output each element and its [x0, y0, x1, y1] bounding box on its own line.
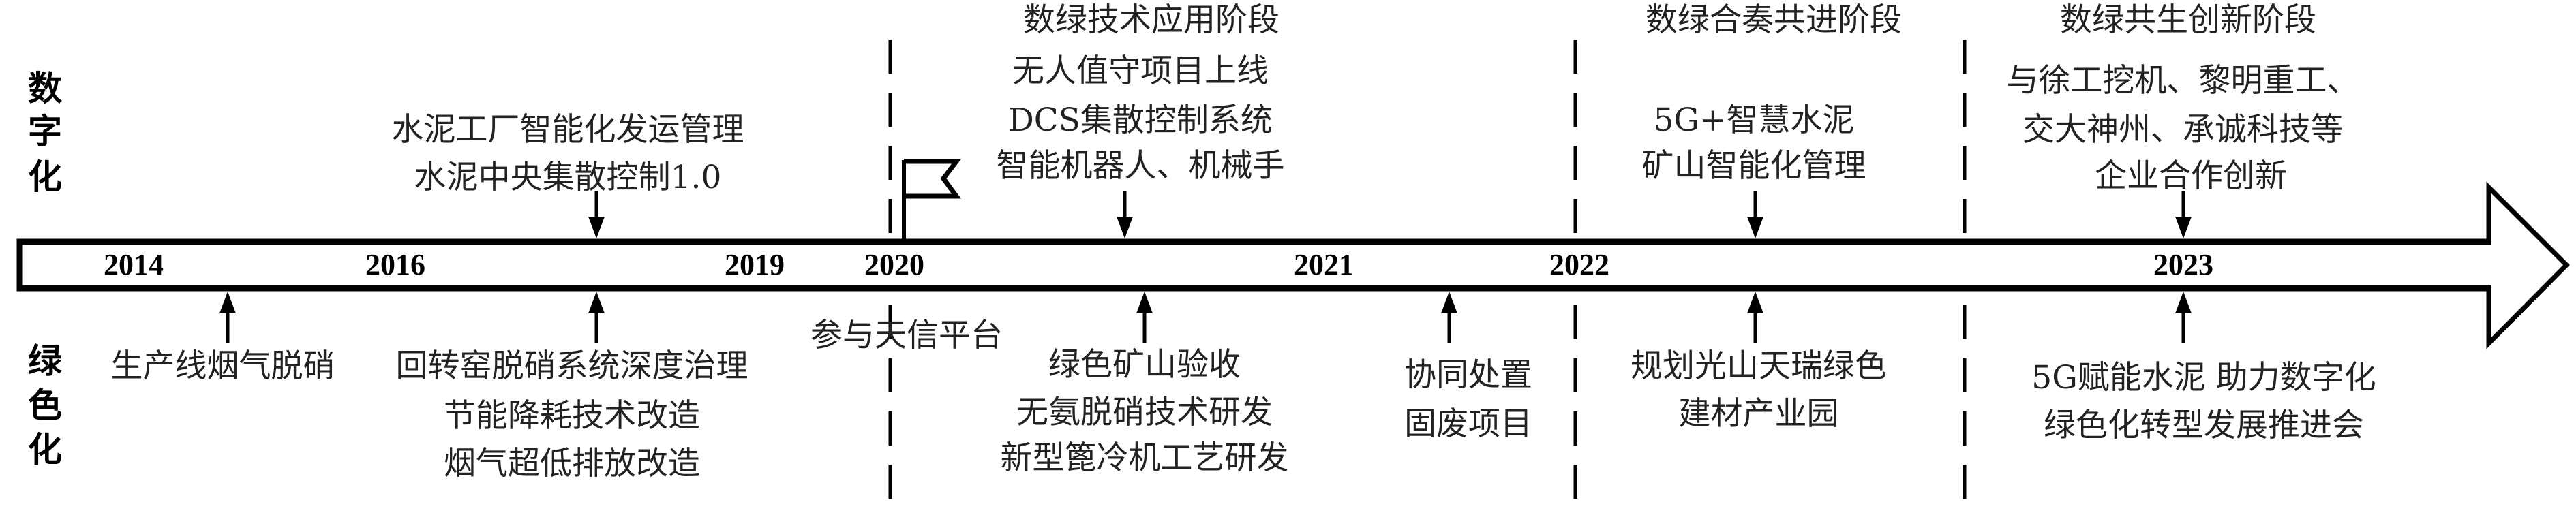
side-label-char: 字 [28, 111, 62, 151]
event-line: 智能机器人、机械手 [997, 147, 1285, 185]
event-line: 无氨脱硝技术研发 [1016, 394, 1273, 431]
green-event: 绿色矿山验收 无氨脱硝技术研发 新型篦冷机工艺研发 [1001, 346, 1289, 477]
digital-event: 与徐工挖机、黎明重工、 交大神州、承诚科技等 企业合作创新 [2007, 62, 2359, 195]
event-line: 建材产业园 [1679, 395, 1839, 433]
side-label-char: 化 [28, 157, 62, 197]
year-label: 2019 [725, 248, 785, 281]
year-label: 2021 [1294, 248, 1354, 281]
down-arrow-icon [2175, 191, 2192, 238]
event-line: 固废项目 [1404, 405, 1532, 443]
event-line: 回转窑脱硝系统深度治理 [396, 347, 748, 385]
digital-event: 无人值守项目上线 DCS集散控制系统 智能机器人、机械手 [997, 52, 1285, 185]
up-arrow-icon [1136, 292, 1153, 343]
up-arrow-icon [588, 292, 605, 343]
up-arrow-icon [1441, 292, 1457, 343]
flag-icon [902, 159, 962, 240]
up-arrow-icon [219, 292, 236, 343]
event-line: 参与天信平台 [810, 317, 1003, 354]
digital-side-label: 数 字 化 [28, 68, 62, 197]
green-event: 回转窑脱硝系统深度治理 节能降耗技术改造 烟气超低排放改造 [396, 347, 748, 482]
event-line: 企业合作创新 [2095, 157, 2287, 195]
year-label: 2016 [365, 248, 425, 281]
green-side-label: 绿 色 化 [28, 341, 63, 469]
event-line: 绿色化转型发展推进会 [2044, 407, 2364, 444]
side-label-char: 数 [28, 68, 62, 108]
stage-heading: 数绿技术应用阶段 [1023, 1, 1279, 39]
event-line: 5G赋能水泥 助力数字化 [2031, 359, 2376, 396]
green-event: 生产线烟气脱硝 [111, 347, 335, 385]
event-line: 交大神州、承诚科技等 [2022, 111, 2343, 149]
event-line: 协同处置 [1404, 356, 1532, 394]
event-line: 与徐工挖机、黎明重工、 [2007, 62, 2359, 99]
event-line: 新型篦冷机工艺研发 [1001, 439, 1289, 477]
up-arrow-icon [2175, 292, 2192, 343]
down-arrow-icon [588, 191, 605, 238]
side-label-char: 绿 [28, 341, 63, 381]
digital-event: 5G+智慧水泥 矿山智能化管理 [1642, 102, 1866, 185]
green-event: 5G赋能水泥 助力数字化 绿色化转型发展推进会 [2031, 359, 2376, 444]
green-event: 参与天信平台 [810, 317, 1003, 354]
year-label: 2022 [1549, 248, 1609, 281]
event-line: 无人值守项目上线 [1012, 52, 1269, 90]
green-event: 规划光山天瑞绿色 建材产业园 [1631, 347, 1887, 433]
event-line: 水泥中央集散控制1.0 [414, 159, 722, 196]
digital-event: 水泥工厂智能化发运管理 水泥中央集散控制1.0 [392, 111, 744, 196]
event-line: 规划光山天瑞绿色 [1631, 347, 1887, 385]
event-line: 节能降耗技术改造 [444, 397, 700, 435]
green-event: 协同处置 固废项目 [1404, 356, 1532, 443]
event-line: 绿色矿山验收 [1048, 346, 1241, 384]
down-arrow-icon [1747, 191, 1763, 238]
timeline-arrow [0, 181, 2570, 349]
event-line: 水泥工厂智能化发运管理 [392, 111, 744, 149]
event-line: 烟气超低排放改造 [444, 445, 700, 482]
year-label: 2023 [2153, 248, 2213, 281]
stage-heading: 数绿共生创新阶段 [2060, 1, 2316, 39]
side-label-char: 色 [28, 385, 62, 425]
down-arrow-icon [1117, 191, 1133, 238]
event-line: DCS集散控制系统 [1008, 102, 1273, 139]
event-line: 矿山智能化管理 [1642, 147, 1866, 185]
year-label: 2014 [104, 248, 164, 281]
side-label-char: 化 [28, 429, 62, 469]
up-arrow-icon [1747, 292, 1763, 343]
year-label: 2020 [864, 248, 924, 281]
stage-heading: 数绿合奏共进阶段 [1646, 1, 1902, 39]
event-line: 生产线烟气脱硝 [111, 347, 335, 385]
event-line: 5G+智慧水泥 [1654, 102, 1855, 139]
